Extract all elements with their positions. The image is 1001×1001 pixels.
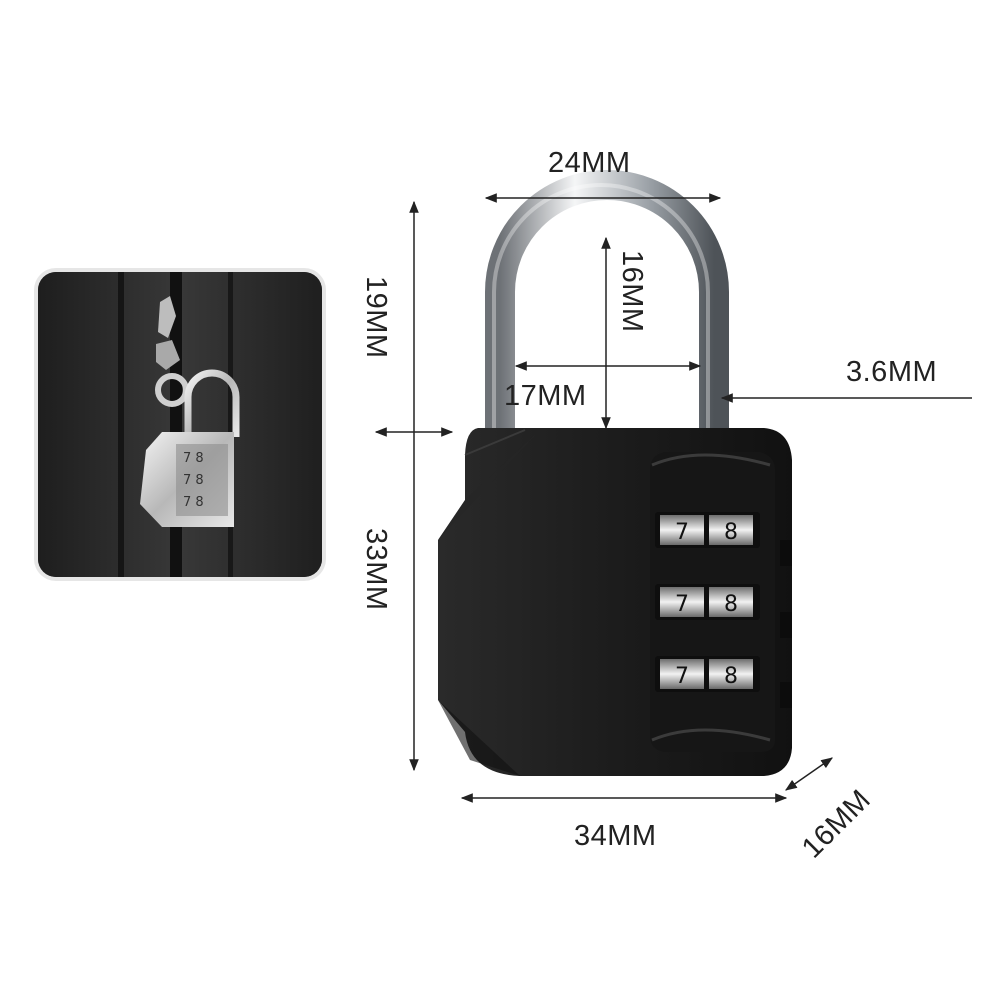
dial-3-left: 7 (675, 664, 689, 689)
dial-2-left: 7 (675, 592, 689, 617)
dial-3-right: 8 (724, 664, 738, 689)
shackle (485, 170, 729, 430)
label-body-width-34mm: 34MM (574, 820, 657, 852)
label-diameter-3-6mm: 3.6MM (846, 356, 938, 388)
svg-text:7 8: 7 8 (183, 451, 204, 466)
body-depth-arrow (785, 757, 833, 791)
thumbnail-dials: 7 8 7 8 7 8 (183, 451, 204, 510)
dial-2-right: 8 (724, 592, 738, 617)
label-body-height-33mm: 33MM (360, 528, 392, 611)
label-inner-height-16mm: 16MM (616, 250, 648, 333)
dial-1-left: 7 (675, 520, 689, 545)
dial-row-2[interactable]: 7 8 (655, 584, 760, 620)
dial-row-3[interactable]: 7 8 (655, 656, 760, 692)
label-shackle-height-19mm: 19MM (360, 276, 392, 359)
dial-1-right: 8 (724, 520, 738, 545)
luggage-thumbnail: 7 8 7 8 7 8 (38, 272, 322, 577)
svg-text:7 8: 7 8 (183, 473, 204, 488)
zipper-pull (158, 296, 176, 338)
luggage-zipper-scene: 7 8 7 8 7 8 (38, 272, 322, 577)
label-inner-width-17mm: 17MM (504, 380, 587, 412)
label-width-24mm: 24MM (548, 147, 631, 179)
svg-text:7 8: 7 8 (183, 495, 204, 510)
dial-row-1[interactable]: 7 8 (655, 512, 760, 548)
